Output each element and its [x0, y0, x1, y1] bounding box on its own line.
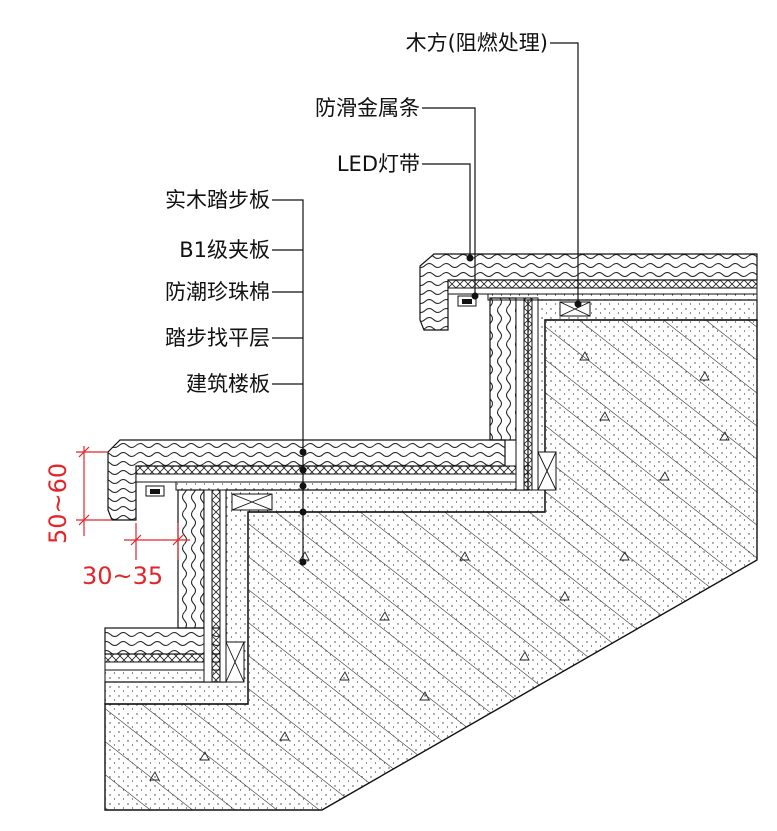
dimension-lines: [76, 446, 190, 560]
callout-leaders-top: [422, 42, 582, 308]
label-leveling-layer: 踏步找平层: [165, 326, 270, 350]
label-led-strip: LED灯带: [337, 152, 420, 176]
label-floor-slab: 建筑楼板: [186, 372, 270, 396]
dimension-nosing-height: 50~60: [44, 463, 72, 544]
label-b1-plywood: B1级夹板: [179, 238, 270, 262]
callout-leaders-layers: [272, 199, 307, 566]
label-wood-block: 木方(阻燃处理): [406, 31, 548, 55]
label-solid-wood-tread: 实木踏步板: [165, 188, 270, 212]
upper-step-finish: [419, 253, 758, 331]
dimension-nosing-overhang: 30~35: [82, 562, 163, 590]
label-anti-slip-strip: 防滑金属条: [315, 96, 420, 120]
middle-step-finish: [107, 297, 557, 521]
lower-step-finish: [104, 489, 245, 683]
label-moisture-foam: 防潮珍珠棉: [165, 280, 270, 304]
